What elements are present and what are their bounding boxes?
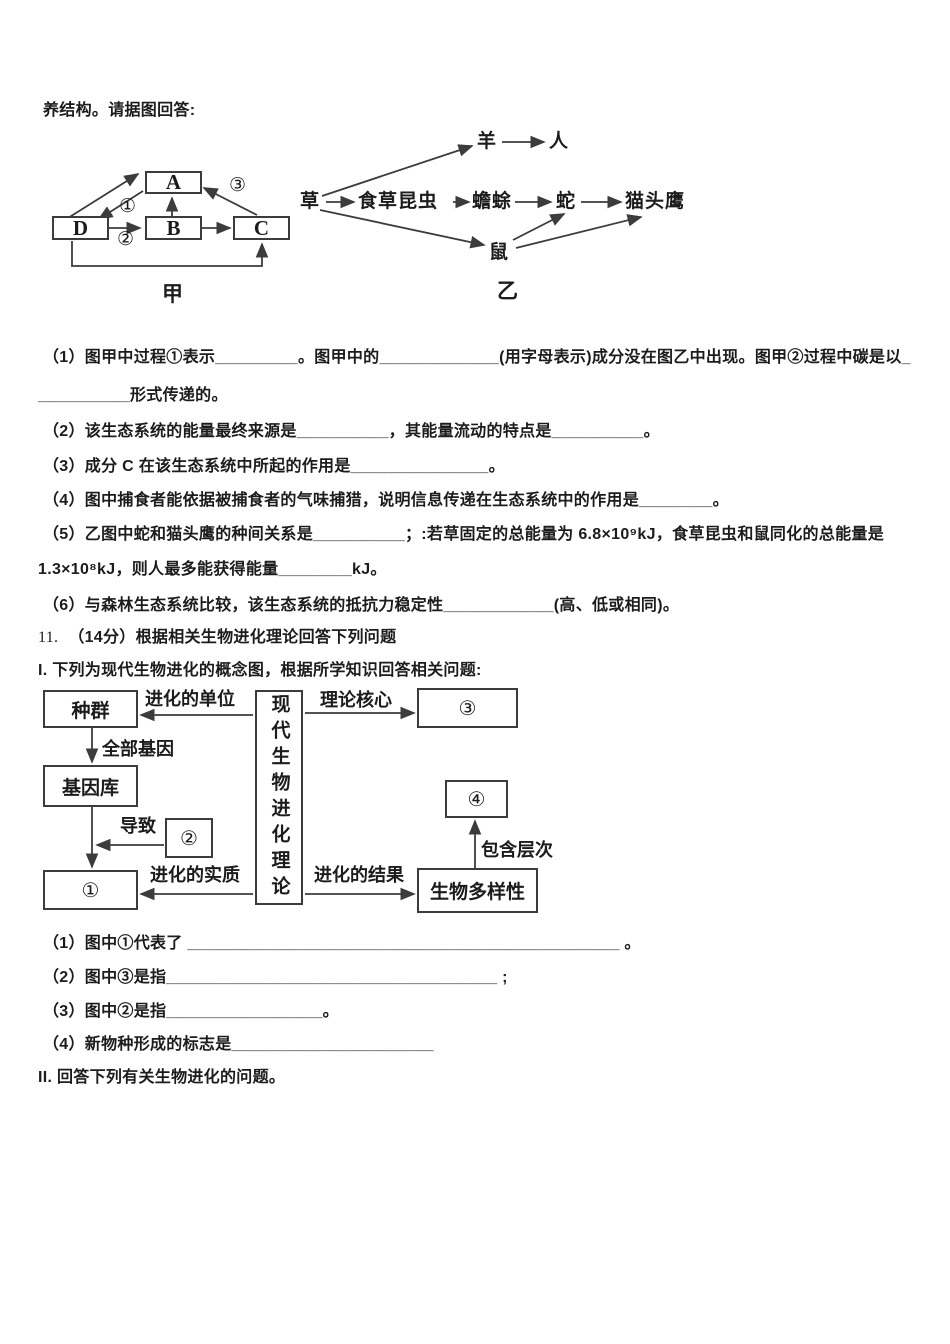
cm-box-center: 现代生物进化理论 [255,690,303,905]
cm-box-gene-pool: 基因库 [43,765,138,807]
q11-sub4: （4）新物种形成的标志是______________________ [43,1036,434,1053]
jia-process-3-label: ③ [229,175,247,196]
yi-arrows [319,135,643,249]
jia-box-a: A [145,170,202,194]
q10-sub5-line1: （5）乙图中蛇和猫头鹰的种间关系是__________；:若草固定的总能量为 6… [43,526,885,543]
cm-label-cause: 导致 [120,816,156,836]
yi-node-mouse: 鼠 [489,242,510,263]
q11-sub1: （1）图中①代表了 ______________________________… [43,935,641,952]
q11-part1-intro: I. 下列为现代生物进化的概念图，根据所学知识回答相关问题: [38,662,482,679]
yi-node-herbivorous-insect: 食草昆虫 [358,191,439,212]
concept-map-arrows [85,706,482,901]
jia-box-d: D [52,216,109,240]
q11-header-text: （14分）根据相关生物进化理论回答下列问题 [68,629,397,646]
q10-sub1-line1: （1）图甲中过程①表示_________。图甲中的_____________(用… [43,349,911,366]
q10-sub2: （2）该生态系统的能量最终来源是__________，其能量流动的特点是____… [43,423,660,440]
q10-sub1-line2: __________形式传递的。 [38,387,228,404]
cm-box-population: 种群 [43,690,138,728]
q11-sub2: （2）图中③是指________________________________… [43,969,508,986]
cm-label-evolution-unit: 进化的单位 [145,689,235,709]
cm-label-all-genes: 全部基因 [102,739,174,759]
intro-line: 养结构。请据图回答: [43,102,196,119]
yi-node-human: 人 [549,131,570,152]
q10-sub4: （4）图中捕食者能依据被捕食者的气味捕猎，说明信息传递在生态系统中的作用是___… [43,492,729,509]
q11-number: 11. [38,629,59,646]
jia-process-2-label: ② [117,229,135,250]
cm-box-1: ① [43,870,138,910]
q10-sub3: （3）成分 C 在该生态系统中所起的作用是_______________。 [43,458,505,475]
cm-label-contain-levels: 包含层次 [481,840,553,860]
q10-sub5-line2: 1.3×10⁸kJ，则人最多能获得能量________kJ。 [38,561,387,578]
jia-arrows [67,173,269,267]
yi-node-owl: 猫头鹰 [625,191,686,212]
cm-label-theory-core: 理论核心 [320,690,392,710]
cm-box-4: ④ [445,780,508,818]
yi-node-grass: 草 [300,191,321,212]
yi-node-toad: 蟾蜍 [472,191,513,212]
yi-caption: 乙 [497,280,518,303]
cm-box-3: ③ [417,688,518,728]
q11-header-line: 11. （14分）根据相关生物进化理论回答下列问题 [38,623,396,647]
q11-part2-intro: II. 回答下列有关生物进化的问题。 [38,1069,286,1086]
cm-box-2: ② [165,818,213,858]
q10-sub6: （6）与森林生态系统比较，该生态系统的抵抗力稳定性____________(高、… [43,597,680,614]
yi-node-sheep: 羊 [477,131,498,152]
yi-node-snake: 蛇 [556,191,577,212]
cm-label-evolution-essence: 进化的实质 [150,865,240,885]
cm-box-biodiversity: 生物多样性 [417,868,538,913]
cm-label-evolution-result: 进化的结果 [314,865,404,885]
q11-sub3: （3）图中②是指_________________。 [43,1003,339,1020]
jia-caption: 甲 [162,283,183,306]
jia-box-c: C [233,216,290,240]
jia-box-b: B [145,216,202,240]
jia-process-1-label: ① [119,196,137,217]
